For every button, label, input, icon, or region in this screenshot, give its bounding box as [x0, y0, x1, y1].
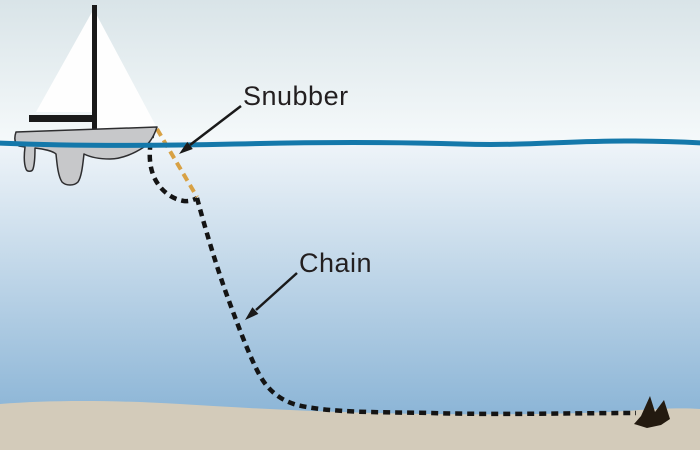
- sailboat-icon: [14, 5, 158, 186]
- chain-slack-loop: [147, 130, 199, 204]
- mast: [92, 5, 97, 131]
- boom: [29, 115, 95, 122]
- anchor-icon: [634, 396, 670, 428]
- snubber-callout: Snubber: [179, 81, 349, 154]
- chain-line: [194, 197, 637, 417]
- snubber-label: Snubber: [243, 81, 349, 111]
- chain-arrow-line: [255, 272, 298, 311]
- chain-callout: Chain: [245, 248, 372, 320]
- water-background: [0, 140, 700, 450]
- jib-sail: [94, 10, 157, 130]
- chain-arrowhead-icon: [245, 307, 259, 320]
- snubber-arrowhead-icon: [179, 141, 193, 154]
- waterline: [0, 138, 700, 148]
- chain-label: Chain: [299, 248, 372, 278]
- seabed: [0, 401, 700, 450]
- snubber-arrow-line: [189, 105, 242, 146]
- snubber-line: [155, 127, 199, 199]
- main-sail: [36, 12, 92, 112]
- hull: [14, 126, 158, 186]
